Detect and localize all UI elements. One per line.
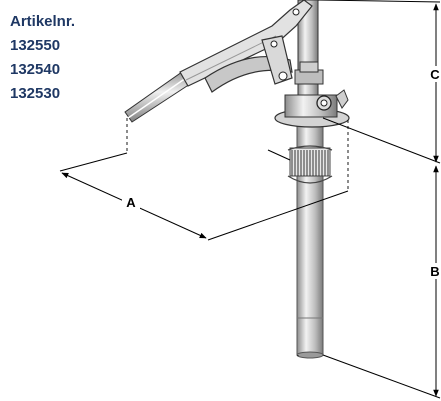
reference-lines: [126, 118, 349, 356]
dimension-c: [317, 0, 441, 164]
dimension-b-label: B: [430, 264, 439, 279]
thread-pointer: [267, 149, 291, 161]
bung-thread: [287, 145, 333, 184]
dimension-a-label: A: [126, 195, 136, 210]
dimension-b: [322, 165, 441, 399]
dimension-a: [59, 152, 349, 241]
article-heading: Artikelnr.: [10, 13, 76, 30]
dimension-c-label: C: [430, 67, 440, 82]
article-number-block: Artikelnr. 132550 132540 132530: [10, 10, 75, 106]
pump-body: [294, 0, 324, 96]
article-number: 132530: [10, 85, 61, 102]
pump-handle: [124, 0, 313, 123]
pump-flange: [274, 89, 350, 128]
article-number: 132550: [10, 37, 61, 54]
article-number: 132540: [10, 61, 61, 78]
